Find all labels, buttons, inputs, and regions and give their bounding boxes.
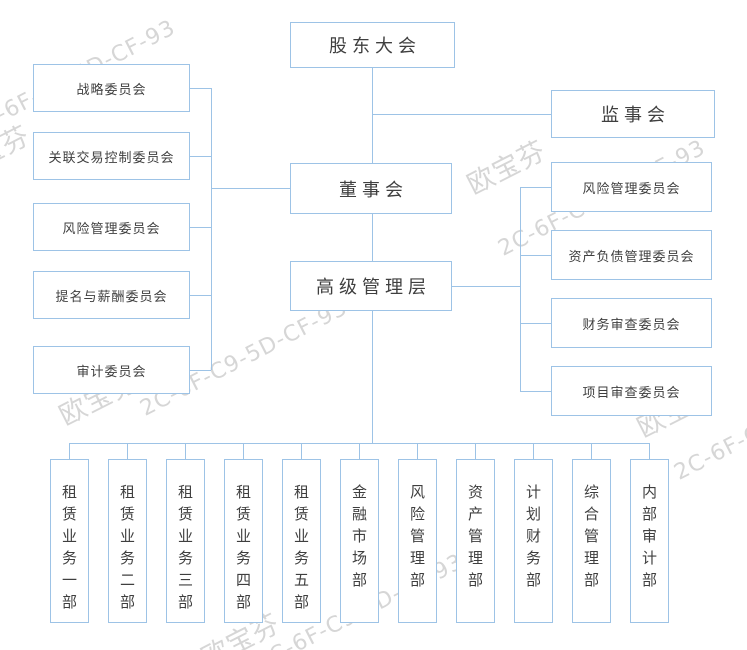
connector [190,295,211,296]
connector [520,187,521,391]
department-label: 租赁业务三部 [176,484,194,616]
connector [69,443,70,459]
watermark-name: 欧宝芬 [0,120,36,186]
department-label: 租赁业务五部 [292,484,310,616]
connector [190,227,211,228]
shareholders-meeting-box: 股东大会 [290,22,455,68]
financial-review-committee-box: 财务审查委员会 [551,298,712,348]
connector [359,443,360,459]
connector [520,187,551,188]
connector [372,68,373,163]
department-box: 租赁业务四部 [224,459,263,623]
connector [533,443,534,459]
department-box: 租赁业务五部 [282,459,321,623]
connector [417,443,418,459]
connector [520,255,551,256]
connector [211,88,212,370]
audit-committee-box: 审计委员会 [33,346,190,394]
project-review-committee-box: 项目审查委员会 [551,366,712,416]
department-box: 租赁业务三部 [166,459,205,623]
department-label: 综合管理部 [582,484,600,594]
connector [452,286,520,287]
department-box: 内部审计部 [630,459,669,623]
connector [190,156,211,157]
department-label: 风险管理部 [408,484,426,594]
strategy-committee-box: 战略委员会 [33,64,190,112]
connector [475,443,476,459]
nomination-remuneration-committee-box: 提名与薪酬委员会 [33,271,190,319]
department-box: 租赁业务二部 [108,459,147,623]
board-of-directors-box: 董事会 [290,163,452,214]
connector [591,443,592,459]
department-label: 租赁业务一部 [60,484,78,616]
department-box: 计划财务部 [514,459,553,623]
connector [127,443,128,459]
department-box: 综合管理部 [572,459,611,623]
supervisory-board-box: 监事会 [551,90,715,138]
related-transaction-control-committee-box: 关联交易控制委员会 [33,132,190,180]
asset-liability-management-committee-box: 资产负债管理委员会 [551,230,712,280]
department-box: 金融市场部 [340,459,379,623]
department-label: 租赁业务四部 [234,484,252,616]
connector [520,391,551,392]
connector [372,214,373,261]
department-box: 资产管理部 [456,459,495,623]
department-box: 风险管理部 [398,459,437,623]
watermark-name: 欧宝芬 [462,135,552,201]
department-label: 计划财务部 [524,484,542,594]
connector [243,443,244,459]
connector [190,370,211,371]
department-box: 租赁业务一部 [50,459,89,623]
connector [372,114,551,115]
connector [520,323,551,324]
department-label: 资产管理部 [466,484,484,594]
connector [211,188,290,189]
connector [372,311,373,443]
senior-management-box: 高级管理层 [290,261,452,311]
department-label: 内部审计部 [640,484,658,594]
risk-management-committee-right-box: 风险管理委员会 [551,162,712,212]
connector [649,443,650,459]
connector [185,443,186,459]
risk-management-committee-box: 风险管理委员会 [33,203,190,251]
department-label: 金融市场部 [350,484,368,594]
department-label: 租赁业务二部 [118,484,136,616]
connector [190,88,211,89]
connector [301,443,302,459]
